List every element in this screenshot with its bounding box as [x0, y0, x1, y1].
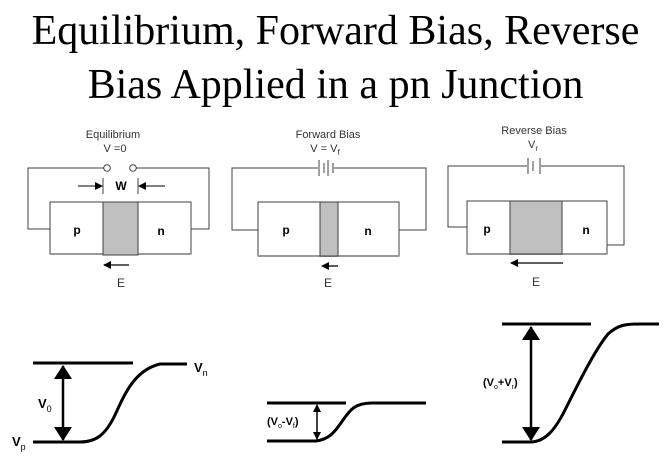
- band-curve: [314, 401, 426, 443]
- reverse-heading: Reverse Bias: [501, 125, 567, 137]
- forward-bias-panel: Forward Bias V = Vf p n E: [231, 129, 427, 290]
- p-label: p: [282, 223, 289, 237]
- barrier-label: V0: [38, 396, 52, 414]
- depletion-region: [509, 200, 563, 255]
- n-label: n: [364, 224, 371, 238]
- field-label: E: [532, 275, 540, 289]
- field-label: E: [324, 276, 332, 290]
- n-label: n: [157, 224, 164, 238]
- right-wire: [541, 165, 625, 246]
- p-label: p: [73, 223, 80, 237]
- equilibrium-voltage: V =0: [104, 143, 127, 155]
- equilibrium-heading: Equilibrium: [86, 129, 140, 141]
- band-curve: [33, 362, 187, 444]
- barrier-label: (Vo+Vr): [483, 377, 518, 391]
- n-label: n: [582, 223, 589, 237]
- band-curve: [502, 322, 659, 444]
- title-line-1: Equilibrium, Forward Bias, Reverse: [31, 8, 640, 54]
- p-label: p: [483, 222, 490, 236]
- depletion-region: [319, 201, 339, 257]
- vn-label: Vn: [194, 360, 208, 378]
- forward-heading: Forward Bias: [296, 129, 361, 141]
- forward-band-diagram: (Vo-Vf): [267, 401, 426, 443]
- reverse-band-diagram: (Vo+Vr): [483, 322, 659, 444]
- title-line-2: Bias Applied in a pn Junction: [87, 62, 584, 108]
- width-label: W: [115, 179, 127, 193]
- equilibrium-panel: Equilibrium V =0 W p n E: [27, 129, 210, 290]
- left-wire: [27, 167, 104, 230]
- terminal-right: [129, 164, 137, 172]
- battery-icon: [527, 158, 541, 174]
- battery-icon: [318, 160, 334, 176]
- reverse-voltage: Vr: [528, 139, 538, 153]
- left-wire: [447, 165, 527, 228]
- depletion-region: [102, 201, 139, 256]
- right-wire: [334, 167, 427, 231]
- field-label: E: [117, 276, 125, 290]
- vp-label: Vp: [12, 434, 26, 452]
- reverse-bias-panel: Reverse Bias Vr p n E: [447, 125, 625, 289]
- terminal-left: [103, 164, 111, 172]
- equilibrium-band-diagram: V0 Vp Vn: [12, 360, 208, 452]
- forward-voltage: V = Vf: [310, 143, 340, 157]
- right-wire: [136, 167, 210, 230]
- left-wire: [231, 167, 318, 231]
- barrier-label: (Vo-Vf): [267, 416, 299, 430]
